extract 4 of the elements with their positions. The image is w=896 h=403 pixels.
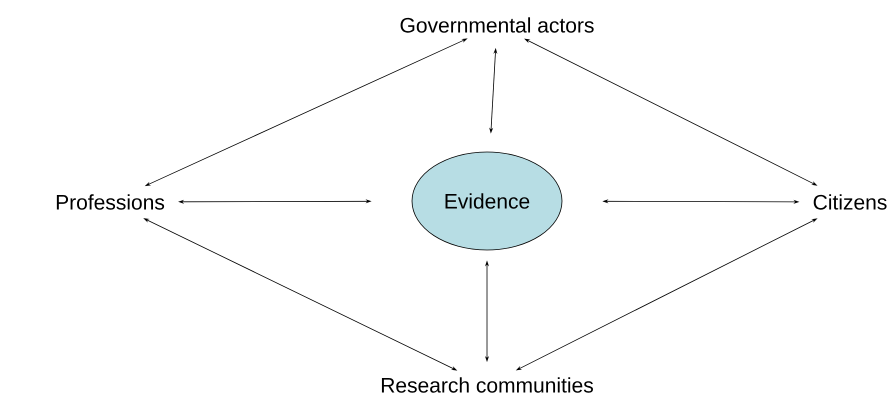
node-label: Professions xyxy=(56,194,164,210)
node-label: Governmental actors xyxy=(400,17,594,33)
node-label: Citizens xyxy=(814,194,887,210)
node-label: Research communities xyxy=(382,377,593,393)
